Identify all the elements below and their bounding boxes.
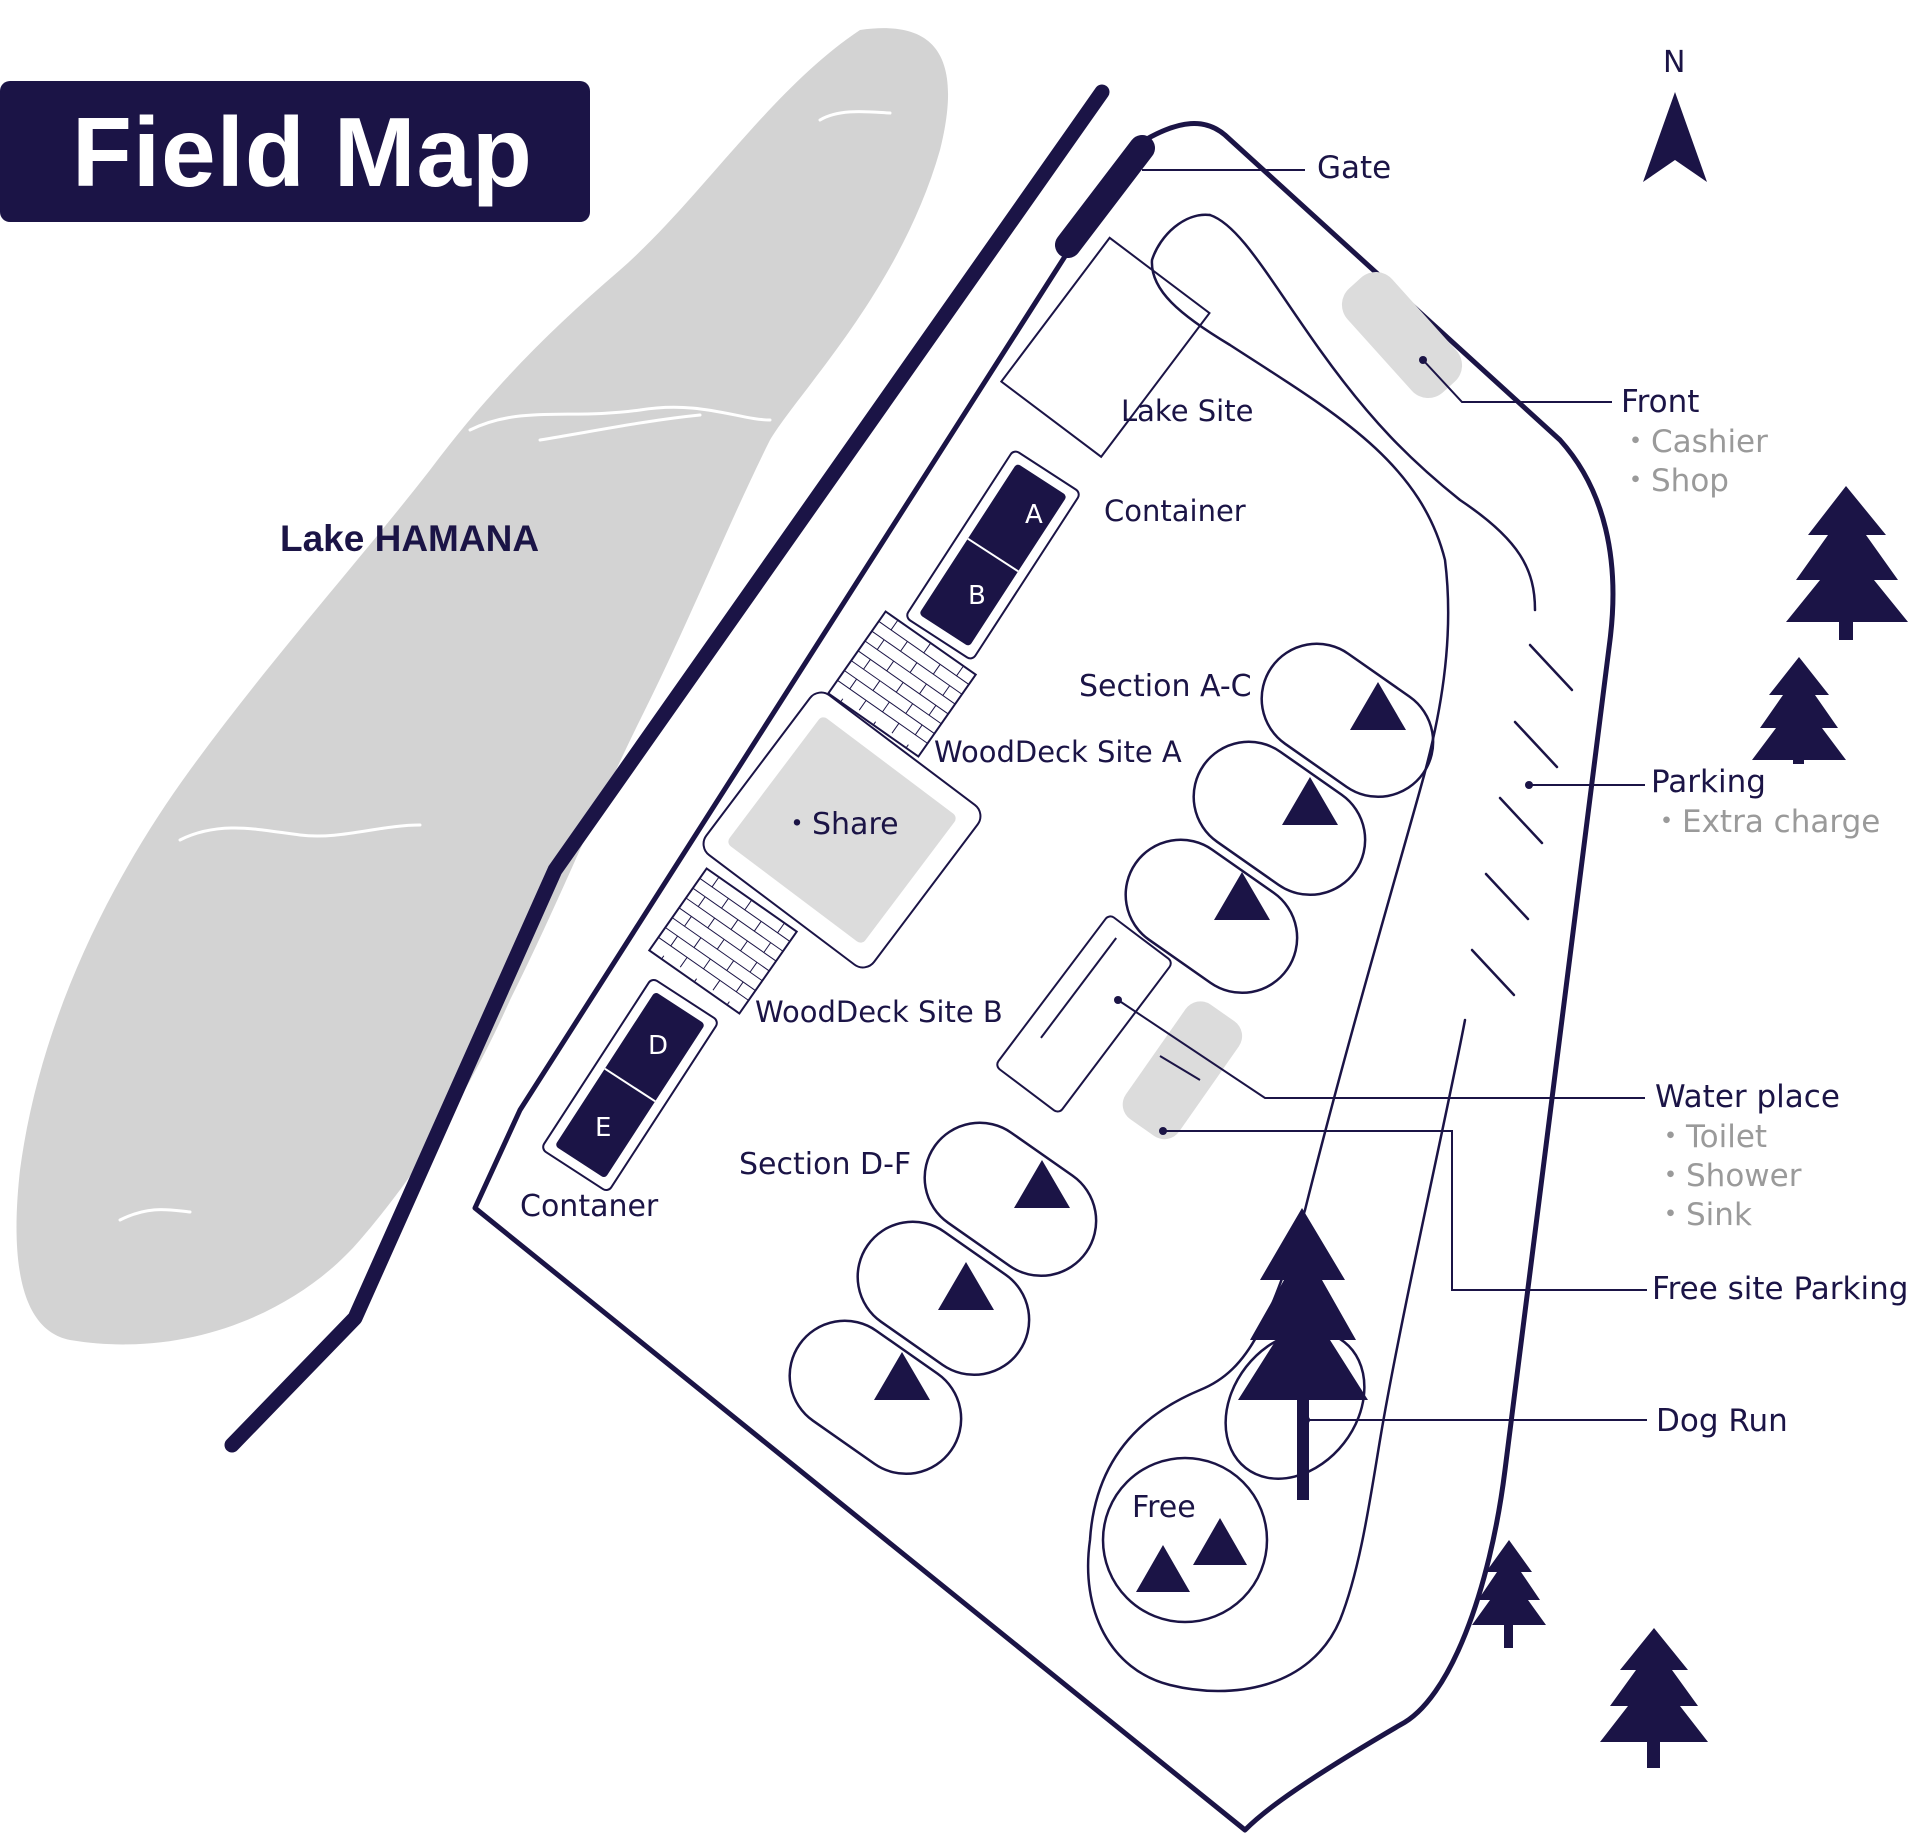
campsite-boundary bbox=[472, 121, 1616, 1833]
parking-item-extra-charge: ・Extra charge bbox=[1651, 804, 1881, 840]
title-banner: Field Map bbox=[0, 81, 590, 222]
lake-site-plot bbox=[999, 236, 1211, 459]
container-top-label: Container bbox=[1104, 494, 1246, 528]
container-unit-a: A bbox=[1025, 500, 1043, 530]
water-place-item-sink: ・Sink bbox=[1655, 1197, 1752, 1233]
tent-icon bbox=[1193, 1518, 1247, 1565]
tent-icon bbox=[1350, 682, 1406, 730]
tree-icon bbox=[1786, 486, 1908, 640]
parking-label: Parking bbox=[1651, 764, 1766, 800]
tent-icons bbox=[874, 682, 1406, 1592]
section-df-pills bbox=[788, 1121, 1098, 1476]
section-df-label: Section D-F bbox=[739, 1147, 912, 1182]
shore-road bbox=[224, 84, 1110, 1453]
tent-icon bbox=[1282, 777, 1338, 825]
free-area-label: Free bbox=[1132, 1490, 1196, 1525]
container-unit-b: B bbox=[968, 581, 986, 611]
north-arrow-icon bbox=[1643, 92, 1707, 182]
free-site-parking-label: Free site Parking bbox=[1652, 1271, 1909, 1307]
leader-lines bbox=[1117, 169, 1647, 1421]
container-unit-d: D bbox=[648, 1031, 669, 1061]
front-item-shop: ・Shop bbox=[1620, 463, 1729, 499]
water-place-leader bbox=[1117, 999, 1645, 1099]
woodeck-a-plot bbox=[826, 610, 978, 758]
gate-bar bbox=[1055, 135, 1155, 258]
woodeck-b-label: WoodDeck Site B bbox=[755, 995, 1003, 1029]
water-place-item-toilet: ・Toilet bbox=[1655, 1119, 1768, 1155]
tent-icon bbox=[1214, 872, 1270, 920]
woodeck-b-plot bbox=[647, 867, 799, 1015]
lake-site-label: Lake Site bbox=[1121, 394, 1254, 428]
front-pad bbox=[1341, 271, 1463, 399]
section-ac-pills bbox=[1124, 642, 1435, 995]
parking-stripes bbox=[1470, 643, 1574, 997]
water-place-building bbox=[996, 915, 1172, 1113]
tree-icon bbox=[1472, 1540, 1546, 1648]
woodeck-a-label: WoodDeck Site A bbox=[934, 735, 1182, 769]
lake-shape bbox=[16, 28, 949, 1345]
free-site-parking-leader bbox=[1163, 1130, 1647, 1291]
lake-waves bbox=[118, 110, 892, 1222]
tree-icons bbox=[1238, 486, 1908, 1768]
front-leader bbox=[1422, 359, 1612, 403]
free-area-circle bbox=[1101, 1456, 1269, 1624]
dog-run-area bbox=[1224, 1330, 1366, 1480]
north-label: N bbox=[1663, 45, 1686, 80]
share-area bbox=[702, 691, 982, 969]
water-place-item-shower: ・Shower bbox=[1655, 1158, 1802, 1194]
page-title: Field Map bbox=[72, 96, 533, 207]
tree-icon bbox=[1600, 1628, 1708, 1768]
tree-icon bbox=[1752, 657, 1846, 764]
tent-icon bbox=[1014, 1160, 1070, 1208]
tent-icon bbox=[938, 1262, 994, 1310]
container-unit-e: E bbox=[595, 1113, 612, 1143]
front-item-cashier: ・Cashier bbox=[1620, 424, 1768, 460]
share-label: ・Share bbox=[782, 807, 899, 842]
container-top bbox=[906, 450, 1080, 660]
tent-icon bbox=[1136, 1545, 1190, 1592]
lake-label: Lake HAMANA bbox=[280, 518, 540, 559]
leader-dots bbox=[1114, 356, 1533, 1424]
water-place-label: Water place bbox=[1655, 1079, 1840, 1115]
container-bottom-label: Contaner bbox=[520, 1189, 659, 1224]
container-bottom bbox=[542, 978, 718, 1192]
interior-paths bbox=[1086, 213, 1537, 1693]
front-label: Front bbox=[1621, 384, 1700, 420]
dog-run-label: Dog Run bbox=[1656, 1403, 1788, 1439]
gate-label: Gate bbox=[1317, 150, 1392, 186]
section-ac-label: Section A-C bbox=[1079, 669, 1252, 704]
tent-icon bbox=[874, 1352, 930, 1400]
